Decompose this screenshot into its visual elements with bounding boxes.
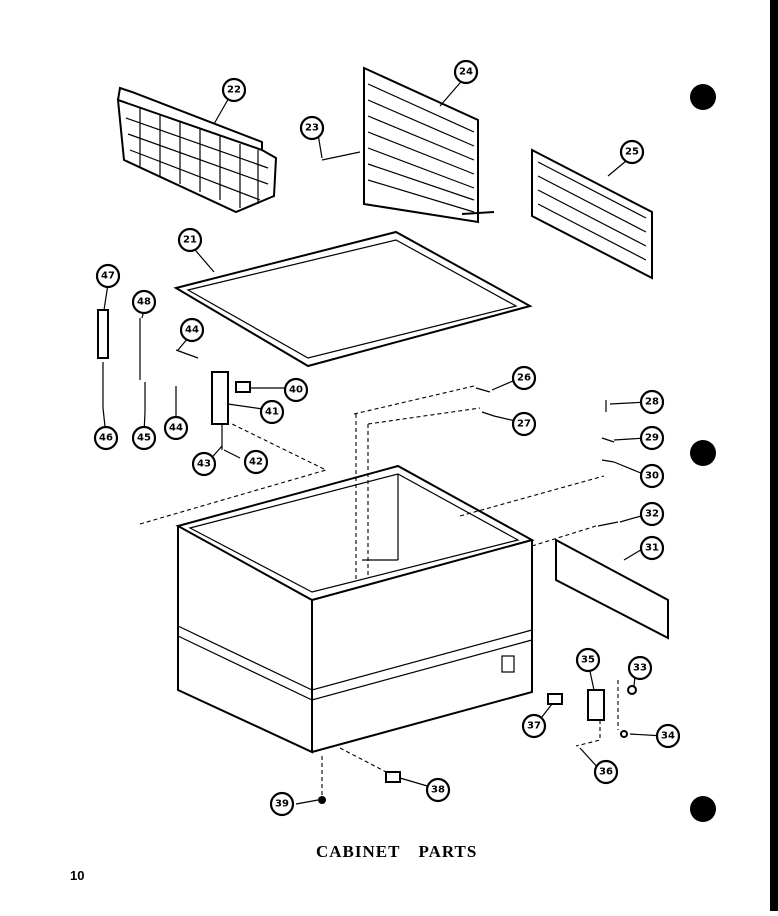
punch-hole (690, 84, 716, 110)
svg-text:34: 34 (661, 731, 675, 742)
page-number: 10 (70, 868, 85, 883)
svg-text:25: 25 (625, 147, 639, 158)
callout-28: 28 (639, 389, 665, 415)
callout-30: 30 (639, 463, 665, 489)
callout-42: 42 (243, 449, 269, 475)
svg-text:35: 35 (581, 655, 595, 666)
callout-37: 37 (521, 713, 547, 739)
callout-32: 32 (639, 501, 665, 527)
svg-text:29: 29 (645, 433, 659, 444)
callout-44-top: 44 (179, 317, 205, 343)
svg-text:23: 23 (305, 123, 319, 134)
back-panel (555, 538, 669, 640)
wire-basket (116, 86, 278, 214)
hinge-parts (97, 309, 251, 450)
svg-text:46: 46 (99, 433, 113, 444)
vent-grill (531, 148, 653, 280)
callout-39: 39 (269, 791, 295, 817)
svg-text:22: 22 (227, 85, 241, 96)
callout-24: 24 (453, 59, 479, 85)
svg-text:38: 38 (431, 785, 445, 796)
svg-text:41: 41 (265, 407, 279, 418)
pin (321, 151, 361, 161)
hardware-parts (318, 387, 637, 804)
svg-text:48: 48 (137, 297, 151, 308)
lid-gasket (173, 230, 533, 368)
callout-40: 40 (283, 377, 309, 403)
diagram-caption: CABINET PARTS (316, 842, 495, 862)
assembly-lines (139, 385, 619, 798)
callout-35: 35 (575, 647, 601, 673)
svg-text:43: 43 (197, 459, 211, 470)
svg-text:28: 28 (645, 397, 659, 408)
callout-22: 22 (221, 77, 247, 103)
svg-text:42: 42 (249, 457, 263, 468)
callout-27: 27 (511, 411, 537, 437)
svg-text:36: 36 (599, 767, 613, 778)
caption-word-2: PARTS (418, 842, 478, 861)
svg-text:24: 24 (459, 67, 473, 78)
callout-34: 34 (655, 723, 681, 749)
svg-text:47: 47 (101, 271, 115, 282)
svg-text:40: 40 (289, 385, 303, 396)
callout-48: 48 (131, 289, 157, 315)
callout-33: 33 (627, 655, 653, 681)
svg-text:21: 21 (183, 235, 197, 246)
punch-hole (690, 440, 716, 466)
svg-text:30: 30 (645, 471, 659, 482)
punch-hole (690, 796, 716, 822)
cabinet-body (175, 464, 535, 754)
svg-text:44: 44 (169, 423, 183, 434)
svg-text:45: 45 (137, 433, 151, 444)
divider-grill (363, 66, 495, 224)
callout-21: 21 (177, 227, 203, 253)
svg-text:27: 27 (517, 419, 531, 430)
leader-lines (102, 75, 665, 805)
callout-31: 31 (639, 535, 665, 561)
caption-word-1: CABINET (316, 842, 401, 861)
callout-41: 41 (259, 399, 285, 425)
callout-29: 29 (639, 425, 665, 451)
callout-23: 23 (299, 115, 325, 141)
callout-36: 36 (593, 759, 619, 785)
scan-edge (770, 0, 778, 911)
svg-text:26: 26 (517, 373, 531, 384)
callout-43: 43 (191, 451, 217, 477)
svg-text:37: 37 (527, 721, 541, 732)
callout-45: 45 (131, 425, 157, 451)
svg-text:33: 33 (633, 663, 647, 674)
svg-text:39: 39 (275, 799, 289, 810)
svg-text:31: 31 (645, 543, 659, 554)
callout-44-bottom: 44 (163, 415, 189, 441)
svg-text:44: 44 (185, 325, 199, 336)
callout-46: 46 (93, 425, 119, 451)
callout-25: 25 (619, 139, 645, 165)
callout-26: 26 (511, 365, 537, 391)
callout-47: 47 (95, 263, 121, 289)
callout-38: 38 (425, 777, 451, 803)
svg-text:32: 32 (645, 509, 659, 520)
